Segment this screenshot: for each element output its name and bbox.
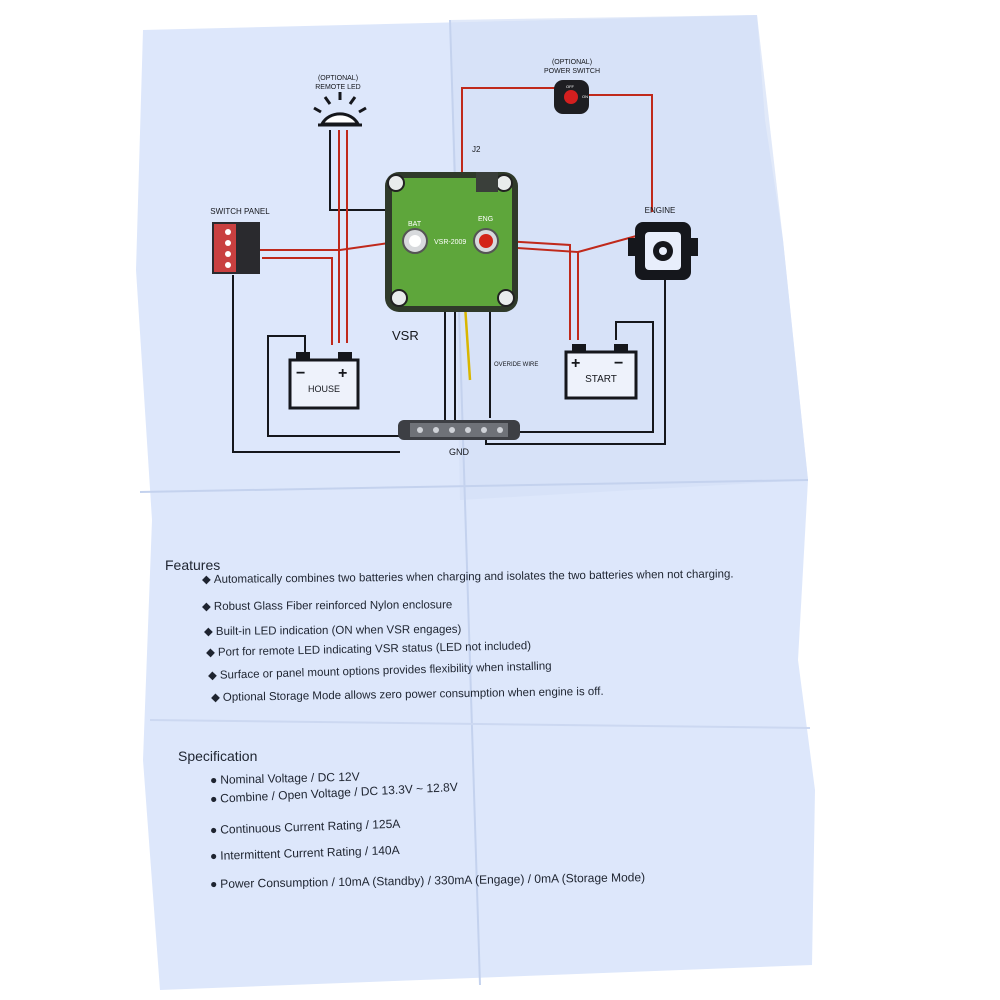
feature-item: ◆Built-in LED indication (ON when VSR en…: [203, 623, 462, 638]
house-plus-label: +: [338, 365, 347, 382]
vsr-label: VSR: [392, 328, 419, 343]
dot-bullet-icon: ●: [209, 822, 218, 837]
dot-bullet-icon: ●: [209, 876, 218, 891]
bat-label: BAT: [408, 221, 422, 228]
switch-off-label: OFF: [566, 84, 575, 89]
switch-on-label: ON: [582, 94, 588, 99]
specification-heading: Specification: [178, 748, 258, 764]
diamond-bullet-icon: ◆: [201, 600, 211, 613]
power-switch-icon: [554, 80, 589, 114]
model-label: VSR-2009: [434, 239, 466, 246]
overide-wire-label: OVERIDE WIRE: [494, 362, 538, 368]
diamond-bullet-icon: ◆: [205, 646, 216, 659]
start-plus-label: +: [571, 355, 580, 372]
dot-bullet-icon: ●: [209, 772, 218, 787]
diamond-bullet-icon: ◆: [210, 691, 220, 704]
red-wires: [255, 87, 653, 345]
remote-led-icon: [313, 92, 367, 127]
house-label: HOUSE: [308, 384, 340, 394]
gnd-bus-bar: [398, 420, 520, 440]
start-label: START: [585, 374, 617, 385]
dot-bullet-icon: ●: [209, 791, 218, 806]
diamond-bullet-icon: ◆: [207, 669, 218, 682]
vsr-module: [385, 172, 518, 312]
house-battery-icon: [288, 352, 360, 410]
dot-bullet-icon: ●: [209, 848, 218, 863]
black-wires: [232, 130, 666, 453]
diamond-bullet-icon: ◆: [201, 573, 211, 586]
j2-label: J2: [472, 145, 481, 154]
engine-icon: [628, 222, 698, 280]
power-switch-label-1: (OPTIONAL): [552, 59, 592, 66]
power-switch-label-2: POWER SWITCH: [544, 68, 600, 75]
feature-item: ◆Robust Glass Fiber reinforced Nylon enc…: [201, 599, 453, 613]
eng-label: ENG: [478, 216, 493, 223]
switch-panel-label: SWITCH PANEL: [210, 207, 270, 216]
switch-panel-icon: [212, 222, 260, 274]
features-heading: Features: [165, 557, 221, 573]
gnd-label: GND: [449, 447, 470, 457]
fold-line-horizontal: [139, 479, 809, 493]
remote-led-label-1: (OPTIONAL): [318, 75, 358, 82]
remote-led-label-2: REMOTE LED: [315, 84, 361, 91]
start-minus-label: −: [614, 355, 623, 372]
fold-shadow-right: [450, 15, 808, 500]
start-battery-icon: [564, 344, 638, 400]
diamond-bullet-icon: ◆: [203, 625, 213, 638]
fold-line-lower: [149, 719, 811, 729]
house-minus-label: −: [296, 365, 305, 382]
engine-label: ENGINE: [645, 206, 676, 215]
